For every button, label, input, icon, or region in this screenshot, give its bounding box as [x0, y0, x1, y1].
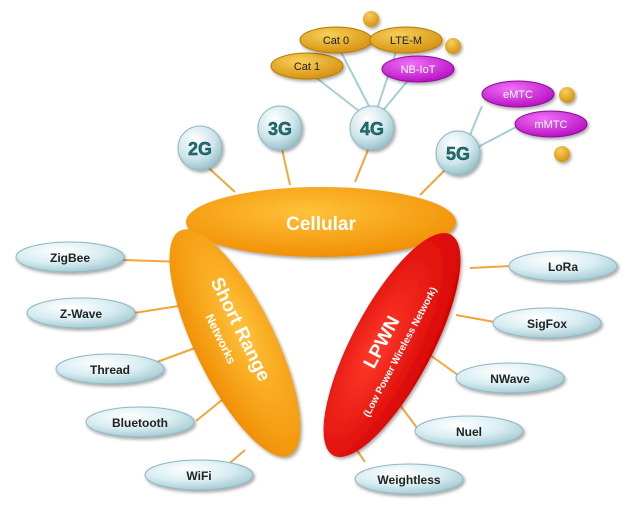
node-label: ZigBee	[50, 251, 90, 265]
lte-5g-nodes: eMTC mMTC	[481, 80, 588, 162]
node-label: SigFox	[527, 317, 567, 331]
node-label: Bluetooth	[112, 416, 168, 430]
node-sigfox: SigFox	[492, 307, 602, 339]
node-label: Z-Wave	[60, 307, 103, 321]
gen-node-2g: 2G	[177, 125, 223, 171]
node-cat0: Cat 0	[299, 26, 373, 54]
node-emtc: eMTC	[481, 80, 555, 108]
gen-node-3g: 3G	[257, 105, 303, 151]
node-weightless: Weightless	[354, 463, 464, 495]
node-bluetooth: Bluetooth	[85, 406, 195, 438]
gen-label: 2G	[188, 139, 212, 159]
short-range-nodes: ZigBee Z-Wave Thread Bluetooth WiFi	[15, 241, 254, 491]
lte-4g-nodes: Cat 1 Cat 0 LTE-M NB-IoT	[270, 11, 461, 83]
node-nwave: NWave	[455, 362, 565, 394]
node-nbiot: NB-IoT	[381, 55, 455, 83]
node-label: WiFi	[186, 469, 211, 483]
node-label: Thread	[90, 363, 130, 377]
node-label: LTE-M	[390, 35, 422, 47]
node-nuel: Nuel	[414, 415, 524, 447]
node-thread: Thread	[55, 353, 165, 385]
gen-node-5g: 5G	[435, 130, 481, 176]
gen-label: 4G	[360, 119, 384, 139]
gen-label: 3G	[268, 119, 292, 139]
cellular-ellipse	[186, 187, 456, 257]
node-label: eMTC	[503, 89, 533, 101]
node-zigbee: ZigBee	[15, 241, 125, 273]
gold-dot	[363, 11, 379, 27]
node-label: Weightless	[377, 473, 440, 487]
gold-dot	[554, 146, 570, 162]
short-range-ellipse	[169, 229, 301, 457]
node-label: NWave	[490, 372, 530, 386]
gold-dot	[445, 38, 461, 54]
node-ltem: LTE-M	[369, 26, 443, 54]
node-zwave: Z-Wave	[26, 297, 136, 329]
node-label: Nuel	[456, 425, 482, 439]
gen-label: 5G	[446, 144, 470, 164]
node-label: Cat 0	[323, 35, 349, 47]
cellular-label: Cellular	[286, 214, 356, 235]
center-shapes	[169, 187, 461, 457]
node-label: LoRa	[548, 260, 578, 274]
node-label: Cat 1	[294, 61, 320, 73]
gold-dot	[559, 87, 575, 103]
node-wifi: WiFi	[144, 459, 254, 491]
lpwn-ellipse	[323, 233, 461, 457]
lpwn-nodes: LoRa SigFox NWave Nuel Weightless	[354, 250, 618, 495]
node-label: mMTC	[535, 119, 568, 131]
node-cat1: Cat 1	[270, 52, 344, 80]
node-label: NB-IoT	[401, 64, 436, 76]
gen-node-4g: 4G	[349, 105, 395, 151]
generation-nodes: 2G 3G 4G 5G	[177, 105, 481, 176]
node-mmtc: mMTC	[514, 110, 588, 138]
node-lora: LoRa	[508, 250, 618, 282]
